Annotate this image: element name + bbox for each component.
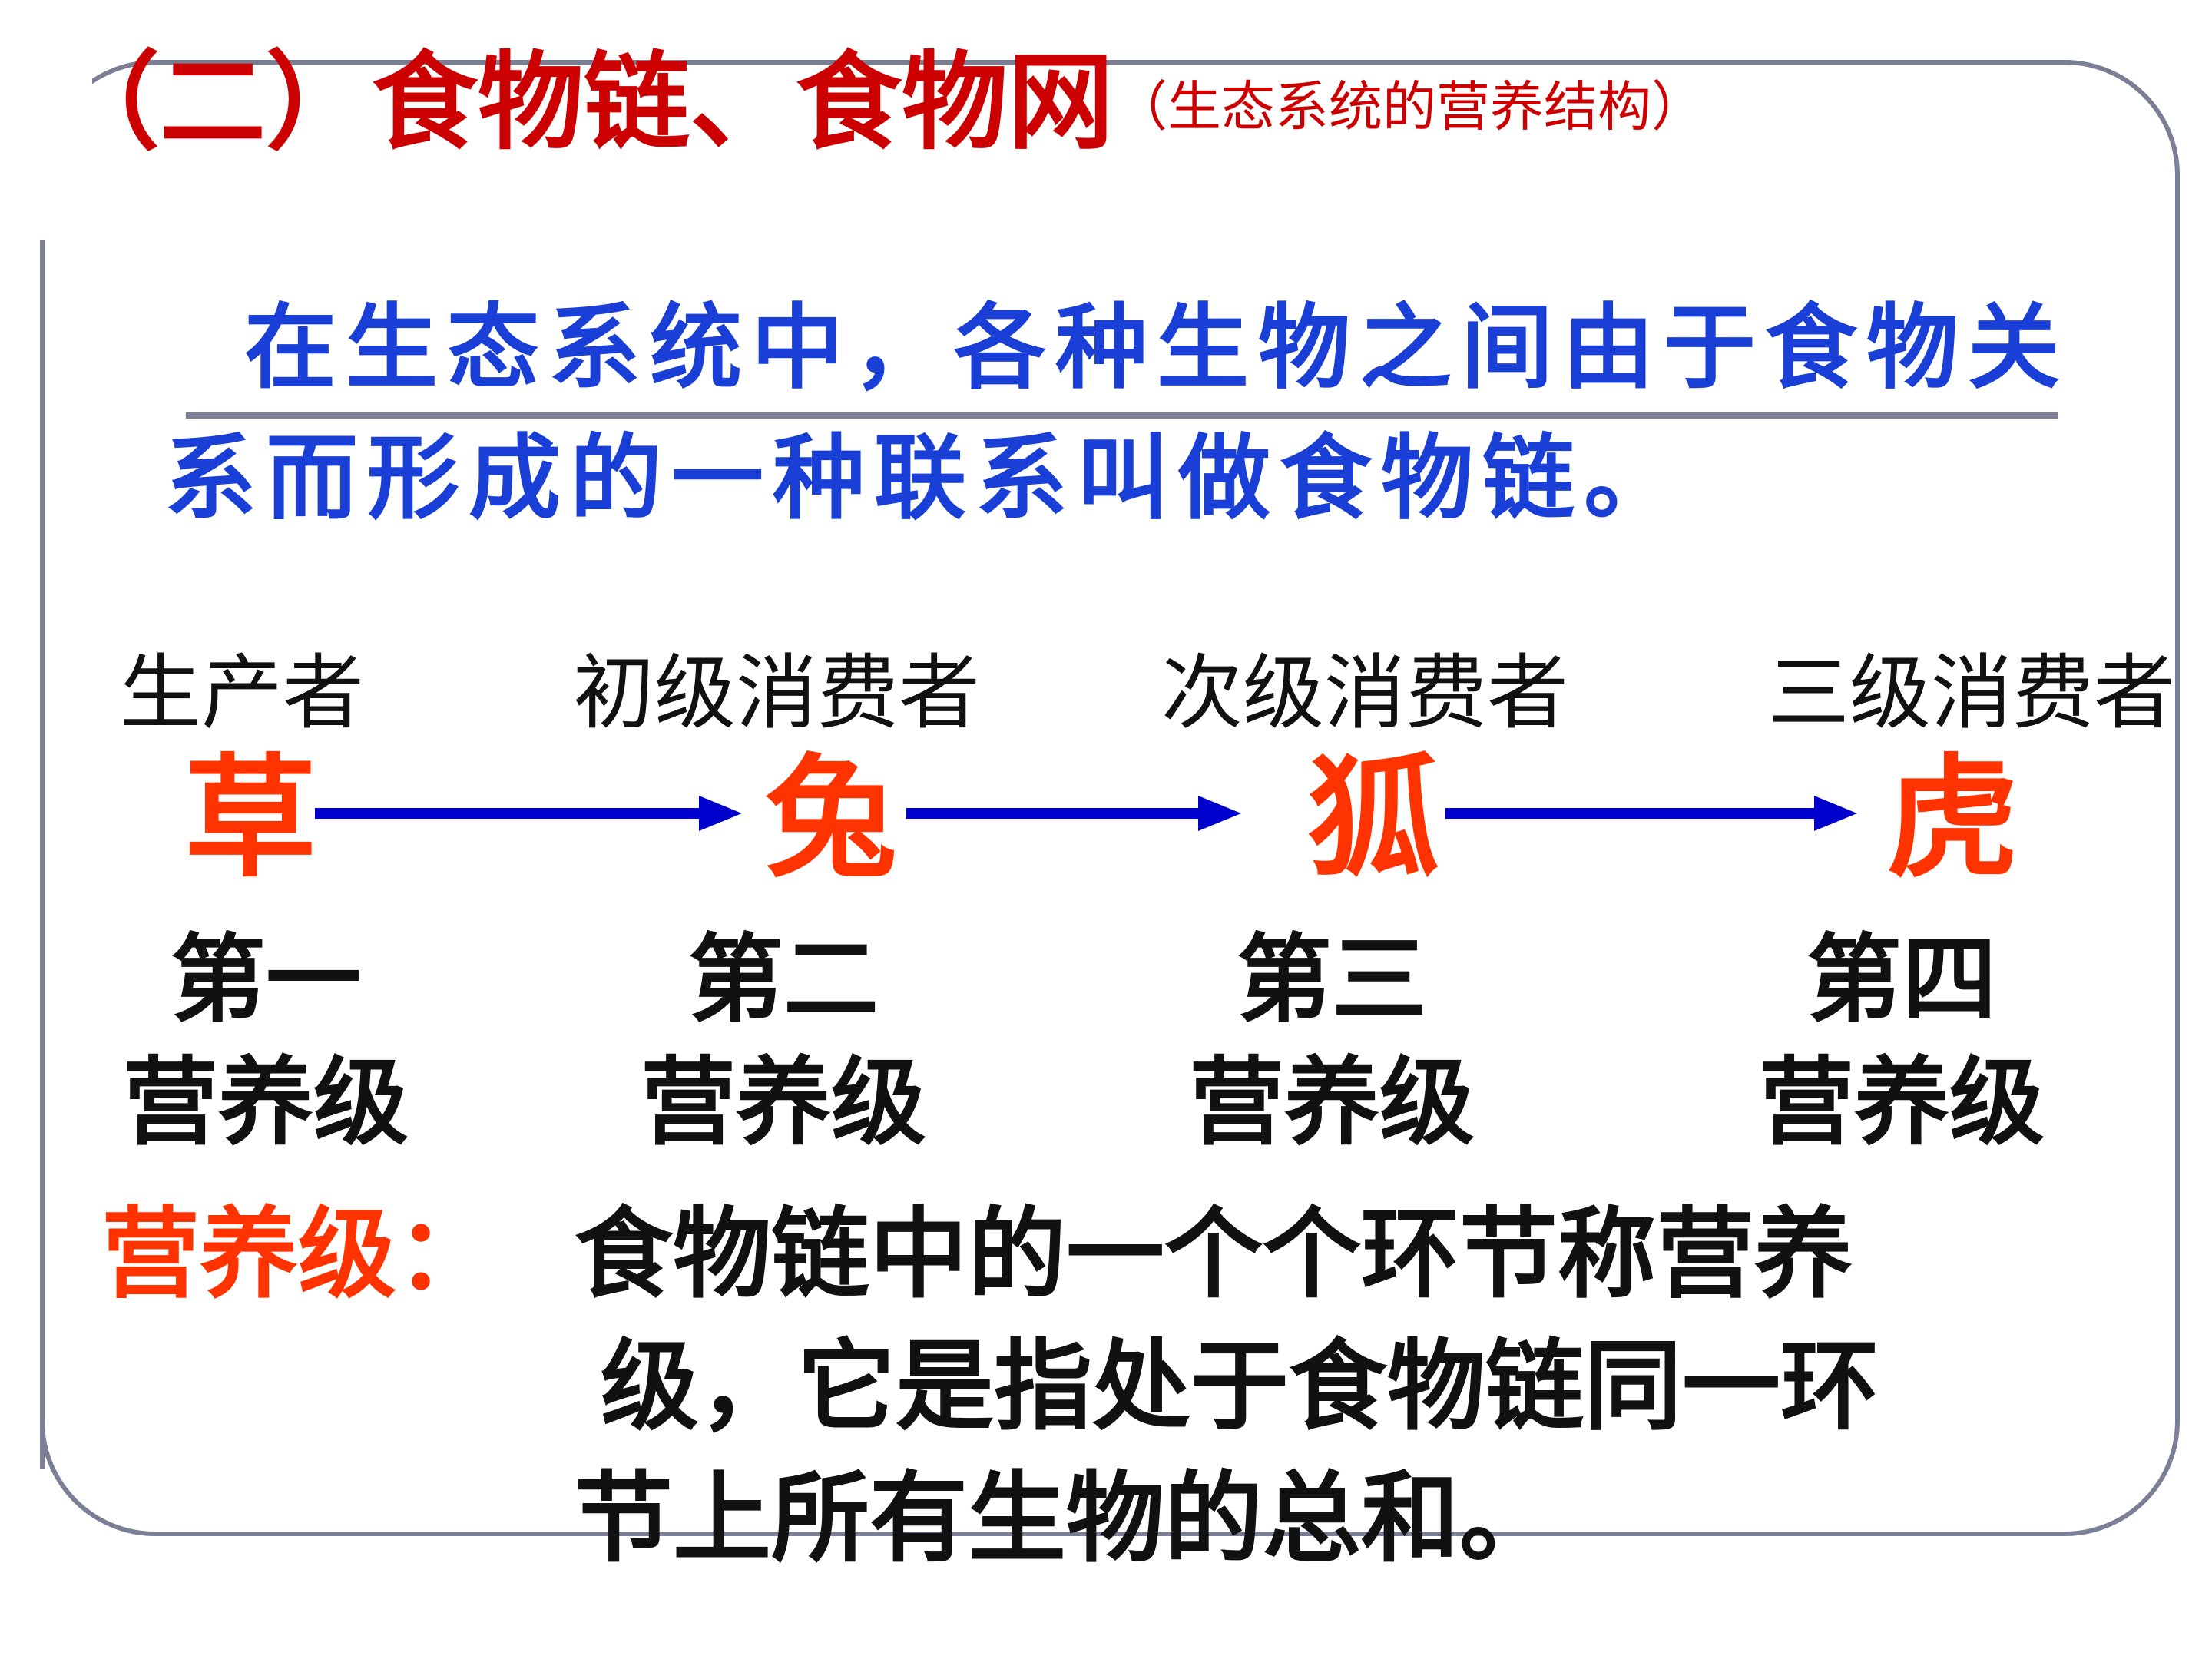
trophic-level-4-ordinal: 第四 <box>1806 924 1998 1035</box>
trophic-level-4-label: 营养级 <box>1759 1047 2045 1158</box>
organism-rabbit: 兔 <box>765 740 897 896</box>
arrow-3-icon <box>1445 796 1857 831</box>
definition-underline <box>186 412 2058 419</box>
trophic-level-1-ordinal: 第一 <box>171 924 362 1035</box>
title-main: （二）食物链、食物网 <box>54 39 1114 164</box>
trophic-level-2-ordinal: 第二 <box>688 924 879 1035</box>
trophic-level-4: 第四 营养级 <box>1759 919 2045 1164</box>
frame-gap <box>0 0 92 240</box>
definition-line-1: 在生态系统中，各种生物之间由于食物关 <box>244 293 2069 402</box>
role-primary-consumer: 初级消费者 <box>573 646 980 740</box>
arrow-2-icon <box>906 796 1241 831</box>
trophic-level-1-label: 营养级 <box>123 1047 409 1158</box>
organism-grass: 草 <box>184 740 316 896</box>
trophic-level-2: 第二 营养级 <box>641 919 926 1164</box>
term-explanation-line-3: 节上所有生物的总和。 <box>575 1461 1558 1576</box>
frame-left-edge <box>40 240 45 1469</box>
organism-tiger: 虎 <box>1886 740 2018 896</box>
trophic-level-3-label: 营养级 <box>1189 1047 1475 1158</box>
role-tertiary-consumer: 三级消费者 <box>1768 646 2175 740</box>
trophic-level-3-ordinal: 第三 <box>1237 924 1428 1035</box>
arrow-1-icon <box>315 796 742 831</box>
title-subtitle: （生态系统的营养结构） <box>1114 75 1706 138</box>
term-explanation-line-1: 食物链中的一个个环节称营养 <box>575 1197 1853 1312</box>
term-label: 营养级： <box>101 1197 495 1312</box>
organism-fox: 狐 <box>1307 740 1439 896</box>
role-producer: 生产者 <box>120 646 364 740</box>
trophic-level-1: 第一 营养级 <box>123 919 409 1164</box>
trophic-level-2-label: 营养级 <box>641 1047 927 1158</box>
slide-title: （二）食物链、食物网（生态系统的营养结构） <box>54 45 1705 164</box>
definition-line-2: 系而形成的一种联系叫做食物链。 <box>164 424 1685 532</box>
role-secondary-consumer: 次级消费者 <box>1161 646 1568 740</box>
trophic-level-3: 第三 营养级 <box>1189 919 1475 1164</box>
term-explanation-line-2: 级，它是指处于食物链同一环 <box>601 1329 1879 1444</box>
